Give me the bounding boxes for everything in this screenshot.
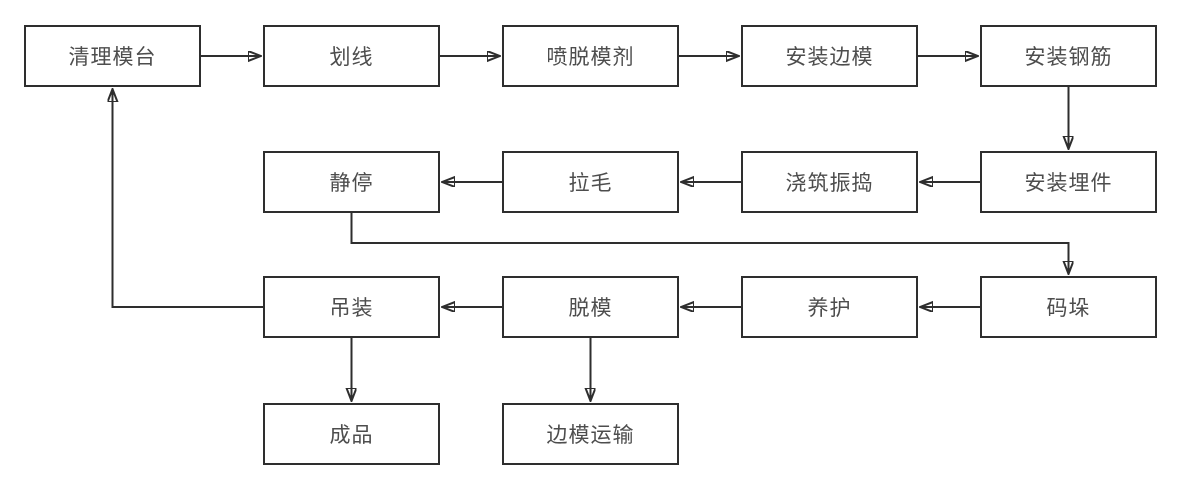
node-spray-release-agent: 喷脱模剂 (502, 25, 679, 87)
node-label: 浇筑振捣 (785, 172, 874, 195)
edge-resting-to-stacking (350, 213, 1069, 273)
node-label: 静停 (329, 172, 374, 195)
node-side-mold-transport: 边模运输 (502, 403, 679, 465)
node-clean-mold-table: 清理模台 (24, 25, 201, 87)
node-label: 码垛 (1046, 297, 1091, 320)
node-roughening: 拉毛 (502, 151, 679, 213)
node-label: 安装边模 (785, 46, 874, 69)
node-curing: 养护 (741, 276, 918, 338)
node-resting: 静停 (263, 151, 440, 213)
node-marking: 划线 (263, 25, 440, 87)
node-label: 拉毛 (568, 172, 613, 195)
node-label: 划线 (329, 46, 374, 69)
node-install-side-molds: 安装边模 (741, 25, 918, 87)
node-label: 安装埋件 (1024, 172, 1113, 195)
node-install-rebar: 安装钢筋 (980, 25, 1157, 87)
node-hoisting: 吊装 (263, 276, 440, 338)
node-demolding: 脱模 (502, 276, 679, 338)
node-label: 安装钢筋 (1024, 46, 1113, 69)
node-stacking: 码垛 (980, 276, 1157, 338)
node-label: 清理模台 (68, 46, 157, 69)
node-label: 脱模 (568, 297, 613, 320)
node-label: 养护 (807, 297, 852, 320)
node-label: 喷脱模剂 (546, 46, 635, 69)
edge-hoisting-to-clean-mold-table (113, 90, 263, 308)
node-pour-vibrate: 浇筑振捣 (741, 151, 918, 213)
node-label: 吊装 (329, 297, 374, 320)
node-finished-product: 成品 (263, 403, 440, 465)
node-label: 边模运输 (546, 424, 635, 447)
node-install-embedded-parts: 安装埋件 (980, 151, 1157, 213)
node-label: 成品 (329, 424, 374, 447)
